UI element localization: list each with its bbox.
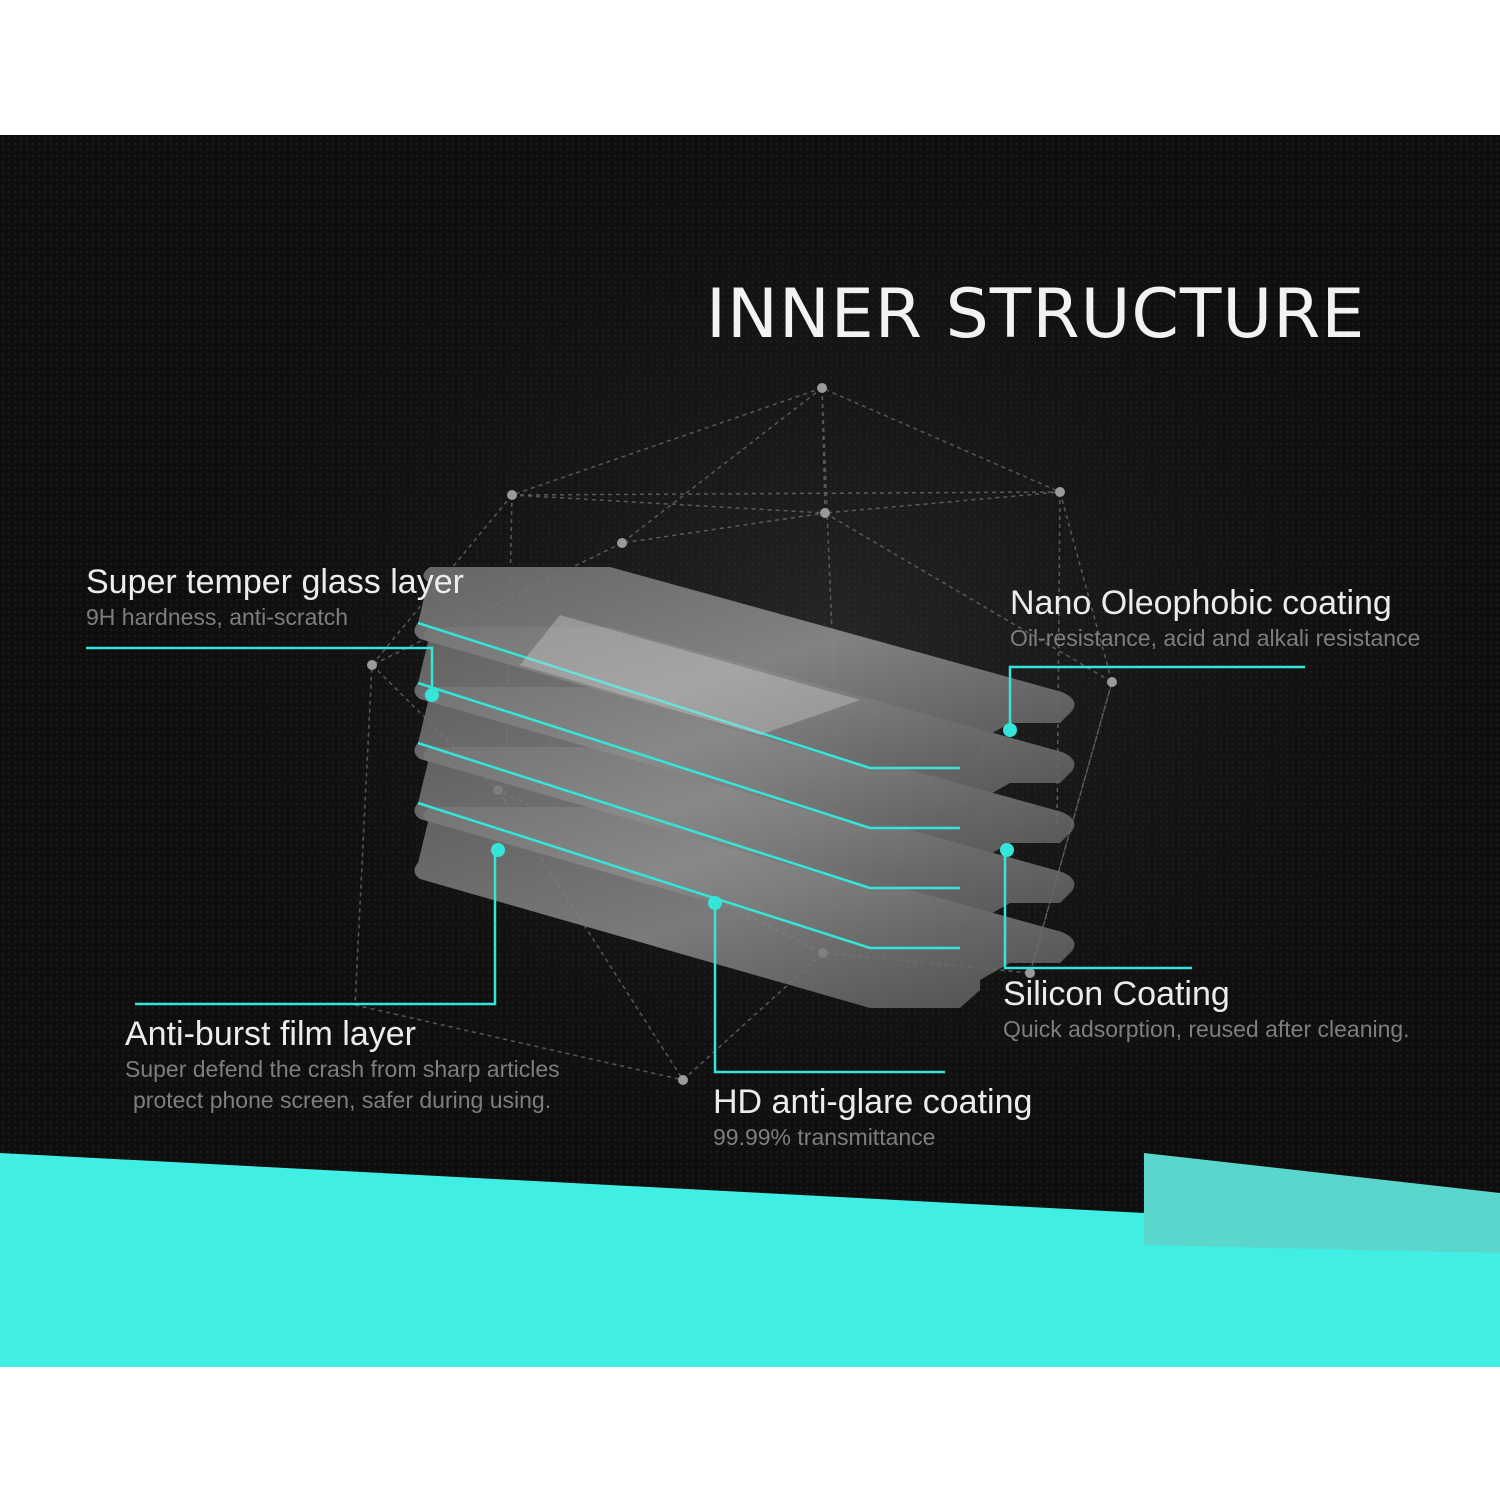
callout-silicon-coating: Silicon Coating Quick adsorption, reused… — [1003, 975, 1410, 1045]
callout-label: Nano Oleophobic coating — [1010, 584, 1392, 622]
callout-anti-burst-film: Anti-burst film layer Super defend the c… — [125, 1015, 560, 1116]
callout-line-silicon — [1003, 850, 1192, 970]
callout-dot-glass — [425, 688, 439, 702]
callout-line-antiglare — [713, 903, 945, 1074]
callout-dot-silicon — [1000, 843, 1014, 857]
layers-illustration — [0, 135, 1500, 1367]
callout-hd-anti-glare: HD anti-glare coating 99.99% transmittan… — [713, 1083, 1032, 1153]
callout-label: Silicon Coating — [1003, 975, 1230, 1013]
footer-band-lower-right — [1144, 1245, 1500, 1367]
sheet-1 — [414, 567, 1075, 770]
callout-super-temper-glass: Super temper glass layer 9H hardness, an… — [86, 563, 464, 633]
callout-line-glass — [86, 646, 434, 695]
callout-dot-antiglare — [708, 896, 722, 910]
callout-description: 99.99% transmittance — [713, 1124, 936, 1150]
callout-label: Super temper glass layer — [86, 563, 464, 601]
footer-band — [0, 1153, 1144, 1367]
callout-nano-oleophobic: Nano Oleophobic coating Oil-resistance, … — [1010, 584, 1420, 654]
callout-line-oleophobic — [1008, 665, 1305, 730]
callout-line-antiburst — [135, 850, 497, 1006]
callout-description: Super defend the crash from sharp articl… — [125, 1056, 560, 1113]
callout-dot-antiburst — [491, 843, 505, 857]
callout-dot-oleophobic — [1003, 723, 1017, 737]
page-title: INNER STRUCTURE — [706, 275, 1366, 354]
callout-label: Anti-burst film layer — [125, 1015, 416, 1053]
callout-dots — [425, 688, 1017, 910]
callout-description: 9H hardness, anti-scratch — [86, 604, 349, 630]
callout-description: Quick adsorption, reused after cleaning. — [1003, 1016, 1410, 1042]
inner-structure-banner: INNER STRUCTURE Super temper glass layer… — [0, 135, 1500, 1367]
callout-label: HD anti-glare coating — [713, 1083, 1033, 1121]
glass-sheets — [414, 567, 1075, 1008]
callout-description: Oil-resistance, acid and alkali resistan… — [1010, 625, 1421, 651]
callout-lines — [86, 646, 1305, 1074]
